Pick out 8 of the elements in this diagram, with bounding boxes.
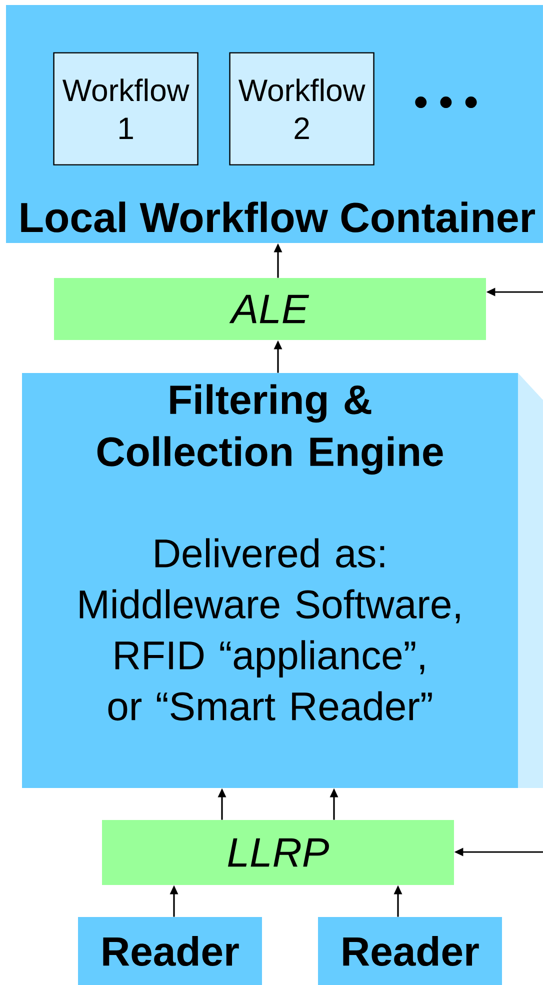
workflow-box: Workflow 1 [53,52,198,166]
reader-box: Reader [78,917,262,985]
interface-box: ALE [54,278,486,340]
workflow-box: Workflow 2 [229,52,374,166]
ellipsis: • • • [415,96,477,108]
engine-box: Filtering & Collection Engine Delivered as: Middleware Software, RFID “appliance”, or “Smart Reader” [22,373,543,788]
reader-box: Reader [318,917,502,985]
interface-box: LLRP [102,820,454,885]
